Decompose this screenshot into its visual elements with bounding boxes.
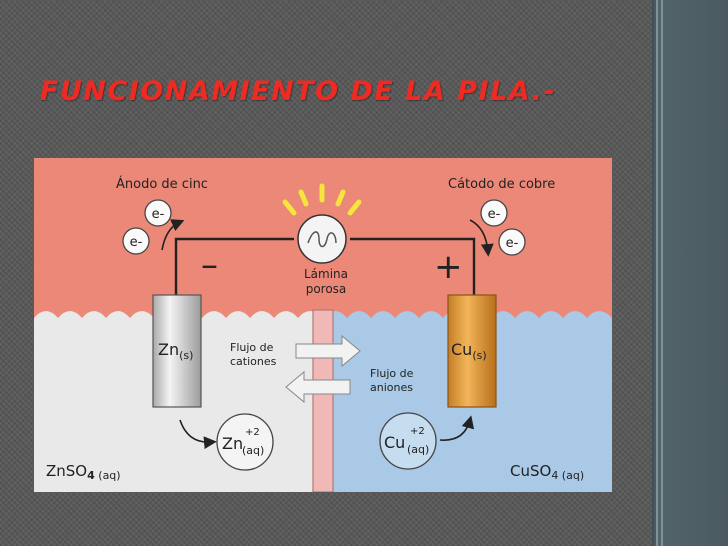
wire-right [350,237,476,295]
copper-ion-label: Cu [384,433,405,452]
electron-flow-arrow-left [161,219,185,251]
anion-flow-label-line1: Flujo de [370,367,414,380]
electron-badge: e- [122,227,150,255]
zinc-ion-label: Zn [222,434,243,453]
zinc-ion-circle [216,413,274,471]
slide-title: FUNCIONAMIENTO DE LA PILA.- [40,76,557,107]
side-divider-line [656,0,658,546]
zinc-ion-charge: +2 [245,427,260,438]
copper-electrode [447,294,497,408]
anion-flow-arrow [285,370,351,404]
svg-text:e-: e- [488,207,501,222]
copper-ion-state: (aq) [407,443,429,456]
porous-membrane [312,309,334,492]
copper-ion-charge: +2 [410,426,425,437]
cathode-label: Cátodo de cobre [448,177,555,192]
battery-diagram: Ánodo de cinc e- e- Cátodo de cobre e- e… [34,158,612,492]
anode-label: Ánodo de cinc [116,176,208,192]
svg-text:e-: e- [152,207,165,222]
electron-badge: e- [144,199,172,227]
cation-flow-arrow [295,334,361,368]
copper-ion-circle [379,412,437,470]
minus-sign: – [201,245,218,285]
svg-text:e-: e- [506,236,519,251]
membrane-label-line1: Lámina [304,267,348,281]
zinc-ion-state: (aq) [242,444,264,457]
left-solution-label: ZnSO4 (aq) [46,462,121,482]
electron-badge: e- [498,228,526,256]
electron-flow-arrow-right [469,219,494,257]
electron-badge: e- [480,199,508,227]
svg-text:e-: e- [130,235,143,250]
wire-left [174,237,294,295]
zinc-electrode [152,294,202,408]
copper-ion-arrow [439,415,475,441]
zinc-ion-arrow [179,419,217,450]
anion-flow-label-line2: aniones [370,381,413,394]
battery-diagram-canvas: Ánodo de cinc e- e- Cátodo de cobre e- e… [34,158,612,492]
copper-electrode-label: Cu(s) [451,340,487,362]
light-bulb-icon [282,183,362,264]
right-solution-label: CuSO4 (aq) [510,462,584,482]
membrane-label-line2: porosa [306,282,347,296]
zinc-electrode-label: Zn(s) [158,340,193,362]
side-divider-line [661,0,663,546]
plus-sign: + [434,247,463,287]
cation-flow-label-line1: Flujo de [230,341,274,354]
side-strip [652,0,728,546]
cation-flow-label-line2: cationes [230,355,277,368]
